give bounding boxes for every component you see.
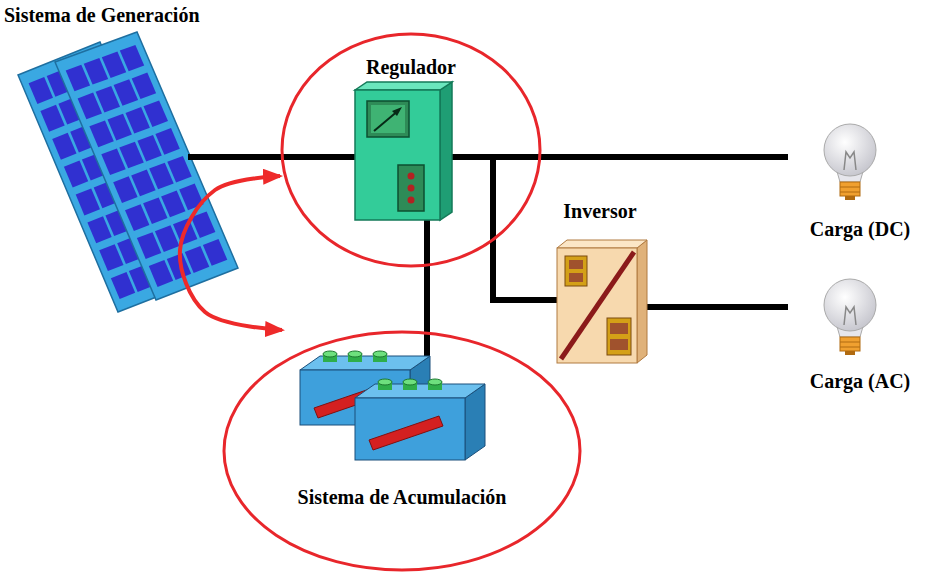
inverter-unit xyxy=(565,256,587,286)
wire-stub xyxy=(424,219,430,270)
node-label: Carga (AC) xyxy=(810,370,911,393)
battery xyxy=(355,379,485,460)
zone-outline xyxy=(224,332,580,570)
panel-cell xyxy=(155,128,179,155)
wire-stub xyxy=(490,154,496,270)
light-bulb xyxy=(840,187,860,188)
power-wire xyxy=(493,268,548,300)
power-wire xyxy=(652,304,788,310)
battery xyxy=(369,416,443,450)
regulator-unit xyxy=(355,82,452,220)
zone-outline xyxy=(282,34,540,266)
regulator-unit xyxy=(408,197,415,204)
light-bulb xyxy=(844,307,856,325)
battery xyxy=(373,351,387,357)
regulator-unit xyxy=(355,90,440,220)
light-bulb xyxy=(844,152,856,170)
inverter-unit xyxy=(610,323,628,334)
inverter-unit xyxy=(607,318,631,355)
inverter-box: Inversor xyxy=(548,198,652,370)
inverter-unit xyxy=(557,240,647,363)
battery xyxy=(378,379,392,385)
battery xyxy=(300,356,430,370)
battery xyxy=(355,384,485,398)
node-label: Inversor xyxy=(563,200,636,223)
light-bulb xyxy=(840,347,860,348)
inverter-unit xyxy=(557,248,637,363)
regulator-unit xyxy=(408,185,415,192)
regulator-unit xyxy=(355,82,452,90)
ac-load: Carga (AC) xyxy=(788,276,932,406)
light-bulb xyxy=(824,124,876,176)
light-bulb xyxy=(824,279,876,331)
panel-cell xyxy=(144,100,169,127)
panel-cell xyxy=(203,239,227,266)
inverter-unit xyxy=(569,260,583,269)
dc-load: Carga (DC) xyxy=(788,120,932,246)
battery xyxy=(348,351,362,357)
light-bulb xyxy=(840,337,860,351)
battery xyxy=(355,398,465,460)
power-wire xyxy=(542,154,788,160)
node-label: Sistema de Acumulación xyxy=(298,486,507,509)
battery xyxy=(323,351,337,357)
panel-cell xyxy=(120,45,144,71)
power-wire xyxy=(240,154,280,160)
regulator-unit xyxy=(371,105,405,133)
solar-panels xyxy=(18,32,238,312)
inverter-unit xyxy=(569,273,583,282)
regulator-zone: Regulador xyxy=(280,32,542,268)
node-label: Regulador xyxy=(366,56,456,79)
generation-system: Sistema de Generación xyxy=(4,4,240,316)
inverter-unit xyxy=(561,252,634,359)
regulator-unit xyxy=(398,165,424,211)
inverter-unit xyxy=(637,240,647,363)
light-bulb xyxy=(824,124,876,200)
regulator-unit xyxy=(440,82,452,220)
zone-outline xyxy=(222,330,582,572)
light-bulb xyxy=(840,192,860,193)
regulator-unit xyxy=(392,107,402,116)
battery xyxy=(403,379,417,385)
panel-cell xyxy=(132,73,156,100)
regulator-unit xyxy=(367,101,409,137)
light-bulb xyxy=(845,196,855,200)
wire-stub xyxy=(188,154,242,160)
light-bulb xyxy=(840,342,860,343)
inverter-unit xyxy=(610,339,628,350)
battery xyxy=(428,379,442,385)
regulator-unit xyxy=(408,173,415,180)
highlight-arrow xyxy=(180,176,282,330)
inverter-unit xyxy=(557,240,647,248)
light-bulb xyxy=(824,279,876,355)
storage-zone: Sistema de Acumulación xyxy=(222,330,582,572)
light-bulb xyxy=(845,351,855,355)
node-label: Carga (DC) xyxy=(810,218,911,241)
node-label: Sistema de Generación xyxy=(4,4,200,27)
wire-stub xyxy=(278,154,356,160)
light-bulb xyxy=(840,182,860,196)
panel-frame xyxy=(55,32,238,300)
power-wire xyxy=(424,268,430,330)
